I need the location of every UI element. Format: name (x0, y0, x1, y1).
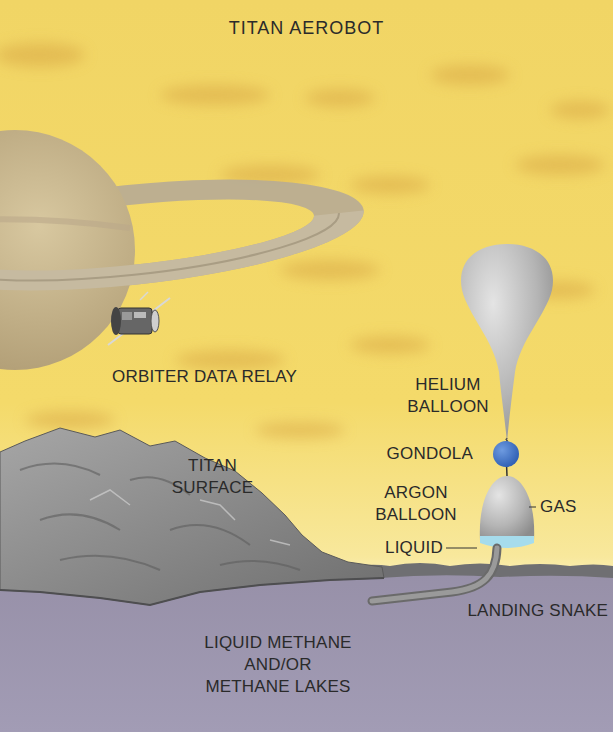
part-label: HELIUM BALLOON (398, 374, 498, 418)
leader-line (529, 507, 536, 508)
orbiter-spacecraft (108, 292, 170, 345)
argon-balloon (480, 476, 534, 540)
part-label: ORBITER DATA RELAY (112, 366, 297, 388)
titan-terrain (0, 428, 384, 605)
saturn (0, 130, 369, 370)
part-label: ARGON BALLOON (366, 482, 466, 526)
part-label: GAS (540, 496, 577, 518)
part-label: TITAN SURFACE (160, 455, 265, 499)
part-label: LIQUID METHANE AND/OR METHANE LAKES (203, 632, 353, 698)
aerobot (372, 244, 553, 601)
part-label: LANDING SNAKE (467, 600, 608, 622)
part-label: LIQUID (385, 537, 443, 559)
leader-line (446, 548, 477, 549)
gondola (493, 441, 519, 467)
part-label: GONDOLA (370, 443, 473, 465)
diagram-title: TITAN AEROBOT (0, 17, 613, 39)
argon-liquid (480, 536, 534, 548)
